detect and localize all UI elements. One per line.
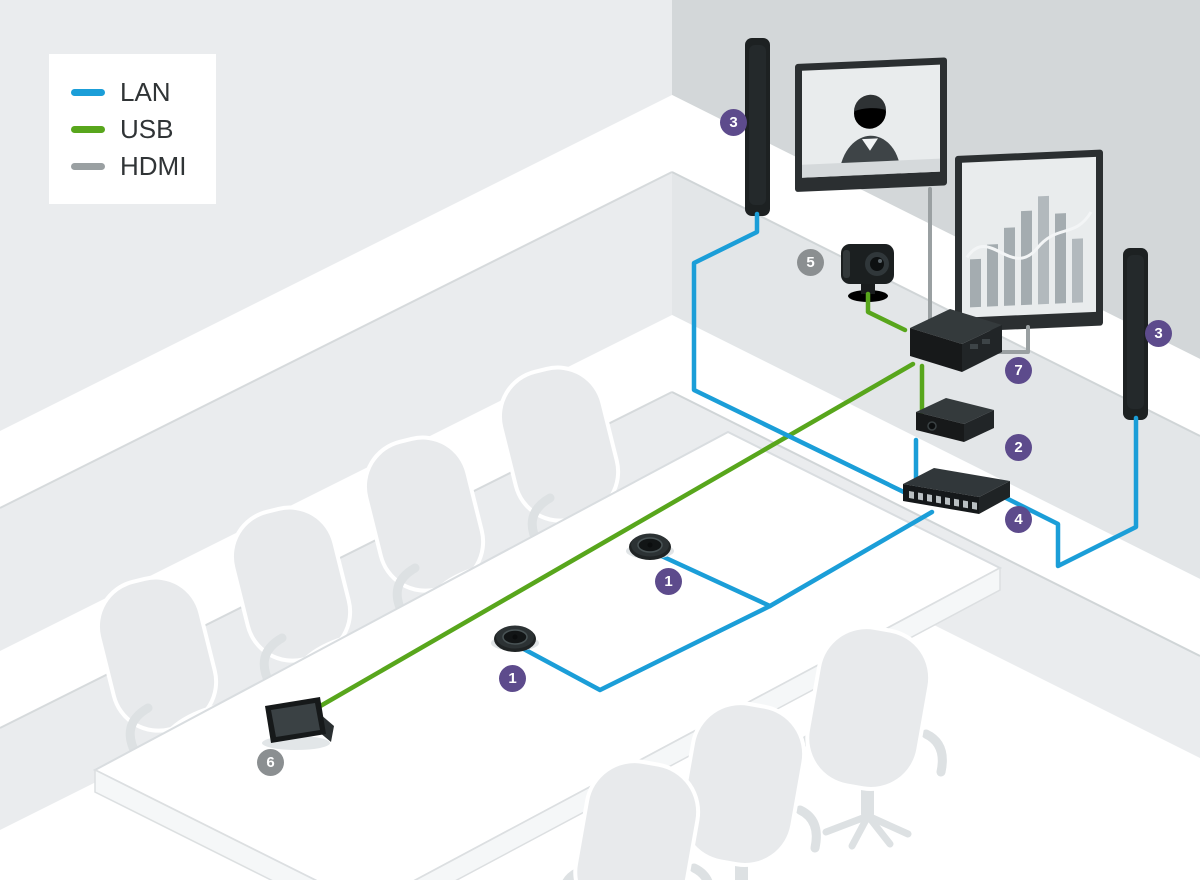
legend-row-hdmi: HDMI	[71, 151, 186, 181]
lan-cable-speaker-left	[691, 211, 915, 499]
legend-label-hdmi: HDMI	[120, 151, 187, 181]
presenter-desk	[802, 158, 940, 178]
hdmi-cables	[928, 187, 1030, 354]
badge-speaker-right: 3	[1145, 320, 1172, 347]
ledge-edge	[0, 171, 673, 509]
table-edge-left	[94, 768, 317, 880]
switch-ports	[909, 491, 977, 510]
badge-mic-1: 1	[655, 568, 682, 595]
badge-mic-2: 1	[499, 665, 526, 692]
ledge-edge	[671, 391, 1200, 657]
display-video-call	[795, 57, 947, 192]
lan-cables	[517, 211, 1139, 693]
legend: LAN USB HDMI	[49, 54, 217, 204]
touch-controller	[262, 697, 334, 750]
usb-cables	[307, 291, 925, 715]
legend-label-usb: USB	[120, 114, 174, 144]
badge-ptz-camera: 5	[797, 249, 824, 276]
legend-label-lan: LAN	[120, 77, 171, 107]
codec-box	[910, 309, 1002, 372]
badge-network-switch: 4	[1005, 506, 1032, 533]
legend-row-lan: LAN	[71, 77, 186, 107]
display-presentation	[955, 149, 1103, 332]
trend-line-graphic	[965, 211, 1093, 260]
lan-cable-speaker-right	[999, 415, 1139, 569]
audio-device-box	[916, 398, 994, 442]
network-switch	[903, 468, 1010, 514]
hdmi-cable-display-2	[988, 325, 1030, 354]
ptz-camera	[841, 244, 894, 302]
hdmi-line-swatch	[71, 162, 105, 170]
legend-row-usb: USB	[71, 114, 186, 144]
bar-chart-graphic	[970, 195, 1083, 308]
speaker-left	[745, 38, 770, 216]
usb-cable-camera	[865, 291, 908, 333]
presenter-hair	[854, 94, 886, 112]
presenter-shirt	[862, 138, 878, 151]
speaker-right	[1123, 248, 1148, 420]
badge-speaker-left: 3	[720, 109, 747, 136]
lan-line-swatch	[71, 88, 105, 96]
badge-touch-controller: 6	[257, 749, 284, 776]
badge-codec: 7	[1005, 357, 1032, 384]
usb-cable-touch-controller	[307, 361, 916, 715]
usb-line-swatch	[71, 125, 105, 133]
table-microphone-1	[626, 533, 674, 560]
lan-cable-mic-2	[517, 603, 773, 693]
left-ledge-upper	[0, 95, 672, 508]
badge-audio-device: 2	[1005, 434, 1032, 461]
table-microphone-2	[491, 625, 539, 652]
